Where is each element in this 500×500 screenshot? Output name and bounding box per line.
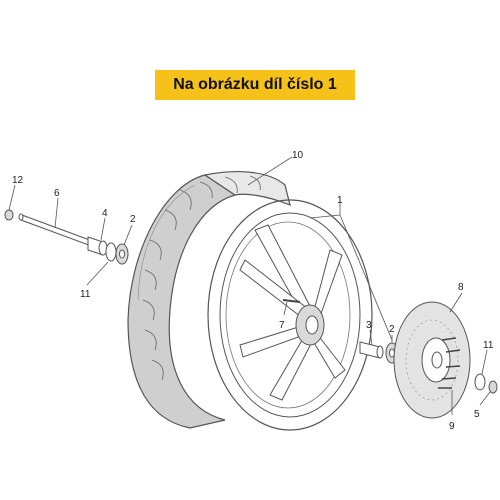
spacer-right xyxy=(359,341,384,359)
callout-1: 1 xyxy=(337,195,343,206)
disc-bolts xyxy=(438,337,461,389)
callout-11-left: 11 xyxy=(80,289,91,300)
nut-right xyxy=(488,380,498,394)
spacer xyxy=(87,236,108,256)
callout-10: 10 xyxy=(292,150,304,161)
callout-5: 5 xyxy=(474,409,480,420)
nut xyxy=(4,209,14,221)
callout-12: 12 xyxy=(12,175,24,186)
leader-lines xyxy=(8,156,491,415)
seal-left xyxy=(105,242,117,262)
banner-text: Na obrázku díl číslo 1 xyxy=(173,76,337,93)
rim xyxy=(207,199,373,431)
callout-6: 6 xyxy=(54,188,60,199)
callout-3: 3 xyxy=(366,320,372,331)
callout-7: 7 xyxy=(279,320,285,331)
bearing-left-inner xyxy=(119,249,125,259)
callout-2-right: 2 xyxy=(389,324,395,335)
valve xyxy=(282,299,301,303)
brake-disc xyxy=(393,301,471,419)
callout-2-left: 2 xyxy=(130,214,136,225)
seal-right xyxy=(474,373,486,391)
callout-4: 4 xyxy=(102,208,108,219)
callout-9: 9 xyxy=(449,421,455,432)
tire xyxy=(127,171,291,429)
axle xyxy=(18,213,96,248)
callout-8: 8 xyxy=(458,282,464,293)
part-number-banner: Na obrázku díl číslo 1 xyxy=(155,70,355,100)
callout-11-right: 11 xyxy=(483,340,494,351)
